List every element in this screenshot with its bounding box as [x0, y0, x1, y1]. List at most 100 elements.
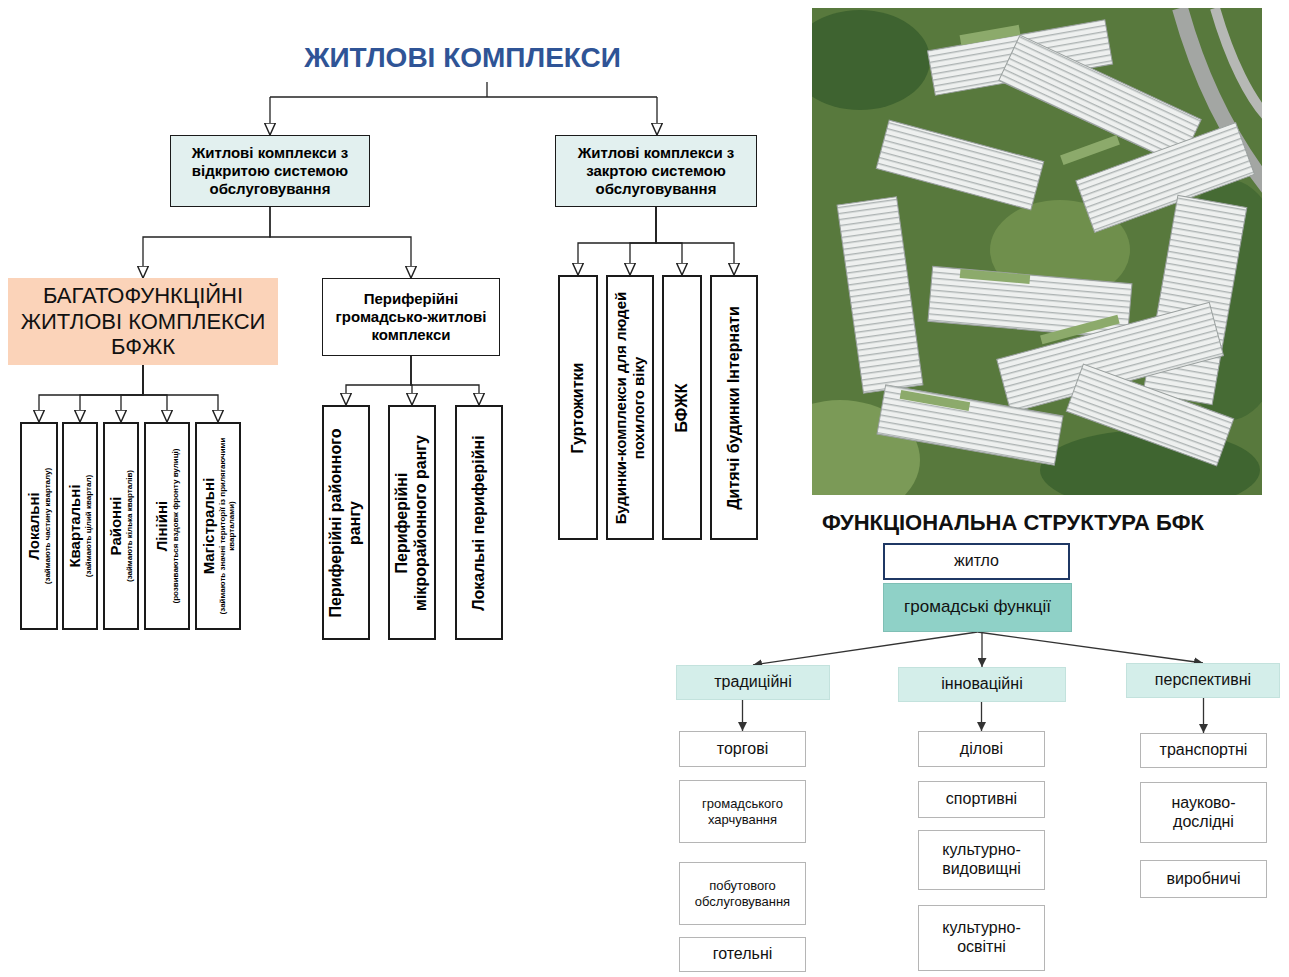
type-box: Дитячі будинки Інтернати — [710, 275, 758, 540]
item-box: ділові — [918, 731, 1045, 767]
box-text: Районні — [107, 428, 125, 624]
rotated-text: Периферійні районного рангу — [327, 411, 365, 634]
connector-arrow — [143, 365, 218, 422]
category-box: Периферійні громадсько-житлові комплекси — [322, 278, 500, 356]
type-box: Будинки-комплекси для людей похилого вік… — [606, 275, 654, 540]
type-box: Периферійні районного рангу — [322, 405, 370, 640]
box-text: Периферійні громадсько-житлові комплекси — [329, 290, 493, 343]
connector-arrow — [978, 632, 1204, 663]
box-text: побутового обслуговування — [686, 878, 799, 909]
group-box: традиційні — [676, 665, 830, 700]
connector-arrow — [656, 207, 734, 275]
box-note: (займають частину кварталу) — [43, 428, 52, 624]
box-text: Локальні — [25, 428, 43, 624]
box-text: науково-дослідні — [1147, 794, 1260, 832]
box-text: громадського харчування — [686, 796, 799, 827]
box-text: інноваційні — [941, 675, 1022, 694]
rotated-text: Будинки-комплекси для людей похилого вік… — [612, 281, 647, 534]
connector-arrow — [143, 207, 270, 278]
function-box: громадські функції — [883, 583, 1072, 632]
type-box: Гуртожитки — [558, 275, 598, 540]
box-text: Локальні периферійні — [470, 411, 489, 634]
type-box: БФЖК — [662, 275, 702, 540]
rotated-text: Магістральні(займають значні території і… — [200, 428, 237, 624]
box-text: перспективні — [1155, 671, 1251, 690]
item-box: готельні — [679, 937, 806, 972]
item-box: науково-дослідні — [1140, 782, 1267, 843]
connector-arrow — [270, 207, 411, 278]
connector-arrow — [411, 356, 479, 405]
connector-arrow — [630, 207, 656, 275]
box-text: БАГАТОФУНКЦІЙНІ ЖИТЛОВІ КОМПЛЕКСИ БФЖК — [14, 283, 272, 361]
box-text: Периферійні мікрорайонного рангу — [393, 411, 431, 634]
connector-arrow — [753, 632, 978, 665]
rotated-text: Периферійні мікрорайонного рангу — [393, 411, 431, 634]
box-text: Гуртожитки — [569, 281, 588, 534]
connector-arrow — [742, 700, 743, 731]
type-box: Магістральні(займають значні території і… — [195, 422, 241, 630]
connector-arrow — [143, 365, 167, 422]
category-box: Житлові комплекси з відкритою системою о… — [170, 135, 370, 207]
rotated-text: Дитячі будинки Інтернати — [725, 281, 744, 534]
type-box: Локальні(займають частину кварталу) — [20, 422, 58, 630]
connector-arrow — [981, 632, 982, 667]
box-text: Периферійні районного рангу — [327, 411, 365, 634]
box-text: Магістральні — [200, 428, 218, 624]
box-text: спортивні — [946, 790, 1017, 809]
box-text: Будинки-комплекси для людей похилого вік… — [612, 281, 647, 534]
box-text: Дитячі будинки Інтернати — [725, 281, 744, 534]
connector-arrow — [121, 365, 143, 422]
connector-arrow — [1203, 698, 1204, 733]
box-text: БФЖК — [673, 281, 692, 534]
item-box: культурно-освітні — [918, 905, 1045, 971]
rotated-text: БФЖК — [673, 281, 692, 534]
connector-arrow — [80, 365, 143, 422]
category-box: Житлові комплекси з закртою системою обс… — [555, 135, 757, 207]
box-text: транспортні — [1160, 741, 1248, 760]
rotated-text: Квартальні(займають цілий квартал) — [66, 428, 93, 624]
item-box: виробничі — [1140, 860, 1267, 898]
item-box: транспортні — [1140, 733, 1267, 768]
connector-arrow — [981, 702, 982, 731]
box-text: культурно-освітні — [925, 919, 1038, 957]
box-text: Квартальні — [66, 428, 84, 624]
connector-arrow — [346, 356, 411, 405]
section-heading: ФУНКЦІОНАЛЬНА СТРУКТУРА БФК — [822, 510, 1204, 536]
item-box: культурно-видовищні — [918, 830, 1045, 890]
diagram-title: ЖИТЛОВІ КОМПЛЕКСИ — [290, 42, 635, 74]
rotated-text: Районні(займають кілька кварталів) — [107, 428, 134, 624]
highlight-box: БАГАТОФУНКЦІЙНІ ЖИТЛОВІ КОМПЛЕКСИ БФЖК — [8, 278, 278, 365]
item-box: спортивні — [918, 781, 1045, 818]
connector-arrow — [578, 207, 656, 275]
group-box: інноваційні — [898, 667, 1066, 702]
box-text: ділові — [960, 740, 1003, 759]
rotated-text: Гуртожитки — [569, 281, 588, 534]
box-text: виробничі — [1166, 870, 1240, 889]
box-text: готельні — [713, 945, 773, 964]
box-text: Лінійні — [153, 428, 171, 624]
box-note: (займають значні території із прилягаючи… — [217, 428, 236, 624]
box-text: традиційні — [714, 673, 791, 692]
rotated-text: Лінійні(розвиваються вздовж фронту вулиц… — [153, 428, 180, 624]
box-text: громадські функції — [904, 597, 1051, 617]
rotated-text: Локальні периферійні — [470, 411, 489, 634]
type-box: Локальні периферійні — [455, 405, 503, 640]
rotated-text: Локальні(займають частину кварталу) — [25, 428, 52, 624]
connector-arrow — [39, 365, 143, 422]
box-text: Житлові комплекси з відкритою системою о… — [177, 144, 363, 197]
box-text: торгові — [717, 740, 768, 759]
item-box: громадського харчування — [679, 780, 806, 843]
type-box: Районні(займають кілька кварталів) — [103, 422, 139, 630]
title-branch-lines — [270, 82, 657, 135]
type-box: Лінійні(розвиваються вздовж фронту вулиц… — [144, 422, 190, 630]
type-box: Периферійні мікрорайонного рангу — [388, 405, 436, 640]
root-box: житло — [883, 543, 1070, 580]
group-box: перспективні — [1126, 663, 1280, 698]
box-text: культурно-видовищні — [925, 841, 1038, 879]
item-box: побутового обслуговування — [679, 862, 806, 925]
box-note: (займають кілька кварталів) — [125, 428, 134, 624]
connector-arrow — [656, 207, 682, 275]
box-text: житло — [954, 552, 999, 571]
box-text: Житлові комплекси з закртою системою обс… — [562, 144, 750, 197]
type-box: Квартальні(займають цілий квартал) — [62, 422, 98, 630]
